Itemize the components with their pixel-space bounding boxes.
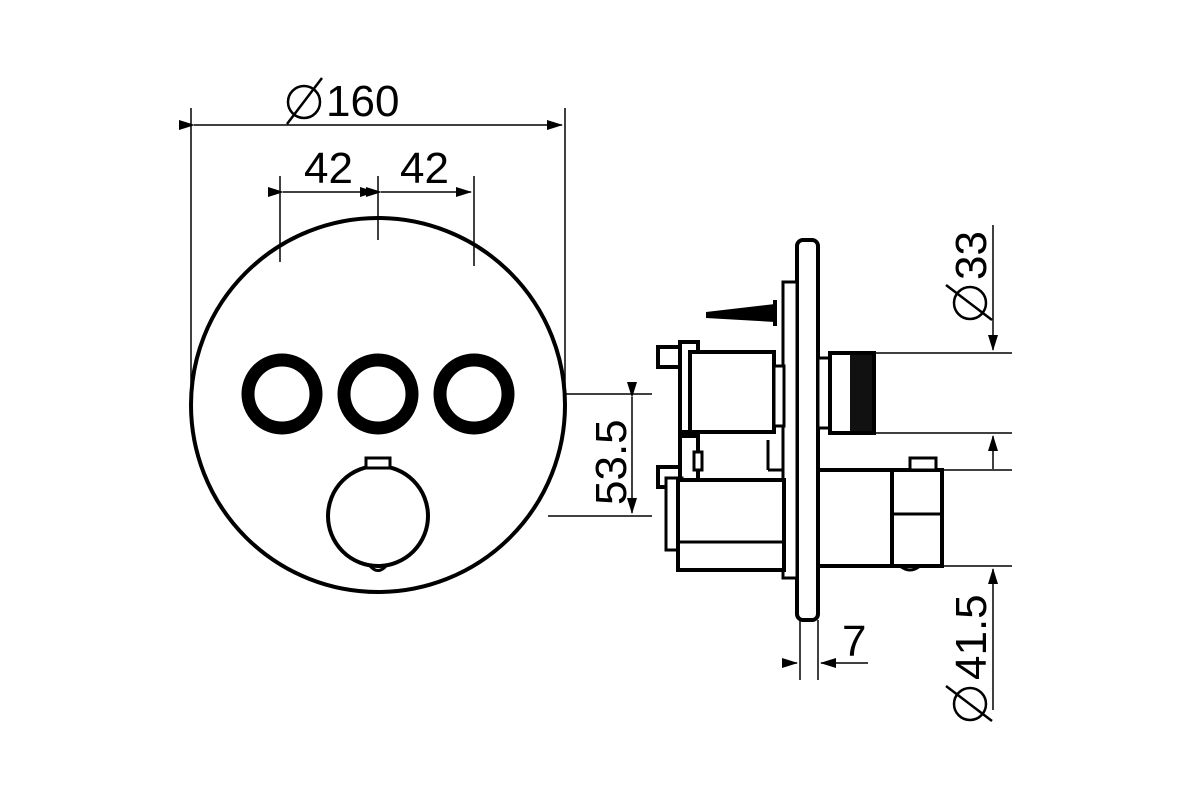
dimension-overall-diameter: 160 <box>179 77 566 405</box>
dimension-label-spacing-right: 42 <box>400 144 449 193</box>
dimension-label-outlet-top: 33 <box>947 231 996 280</box>
button-ring-left <box>241 353 323 435</box>
lower-outlet <box>816 456 944 572</box>
button-ring-center <box>337 353 419 435</box>
dimension-outlet-top: 33 <box>874 225 1012 469</box>
dimension-height-offset: 53.5 <box>548 382 652 517</box>
dimension-button-spacing: 42 42 <box>268 144 475 266</box>
lower-valve-body <box>656 434 786 572</box>
knob-bottom-notch <box>368 564 388 572</box>
upper-outlet <box>816 351 876 435</box>
dimension-outlet-bottom: 41.5 <box>942 469 1012 722</box>
front-view <box>189 216 567 594</box>
diameter-symbol-icon <box>286 77 323 125</box>
dimension-plate-thickness: 7 <box>782 617 868 680</box>
knurled-grip-icon <box>850 355 872 431</box>
knob-top-tab <box>364 456 392 470</box>
side-cover-plate <box>795 238 820 622</box>
dimension-label-thickness: 7 <box>842 617 866 666</box>
thermostat-knob <box>326 464 430 568</box>
upper-valve-body <box>656 340 786 472</box>
dimension-label-spacing-left: 42 <box>304 144 353 193</box>
dimension-label-outlet-bottom: 41.5 <box>947 594 996 680</box>
diameter-symbol-icon <box>945 284 993 321</box>
diameter-symbol-icon <box>945 685 993 722</box>
mounting-frame <box>781 280 799 580</box>
dimension-label-height: 53.5 <box>587 419 636 505</box>
screw-top-icon <box>706 300 777 326</box>
dimension-label-overall: 160 <box>326 77 399 126</box>
side-view <box>656 238 944 622</box>
button-ring-right <box>433 353 515 435</box>
